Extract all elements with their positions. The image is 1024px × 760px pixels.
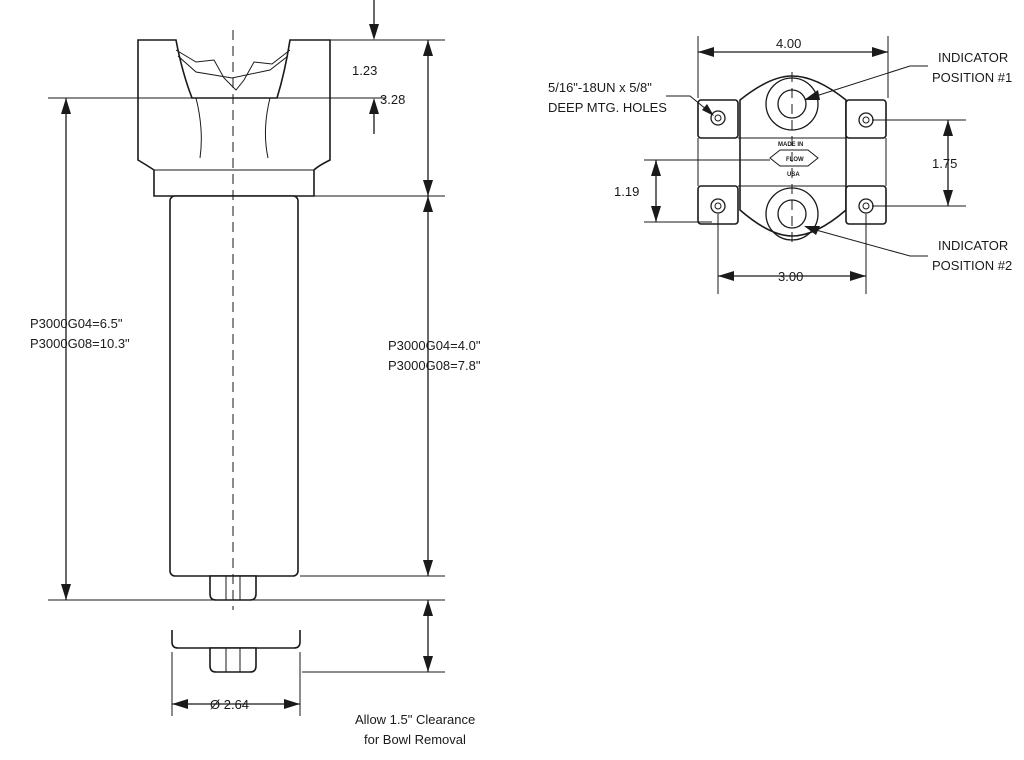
filter-head: [137, 39, 331, 197]
bowl-diameter: Ø 2.64: [210, 697, 249, 712]
dim-hole-spacing-x: 3.00: [778, 269, 803, 284]
head-body-top: [739, 75, 847, 237]
bowl-length-line2: P3000G08=7.8": [388, 358, 481, 373]
overall-length-line1: P3000G04=6.5": [30, 316, 123, 331]
dim-width: 4.00: [776, 36, 801, 51]
top-view: MADE IN FLOW USA 4.00 3.00 1.75 1.19: [548, 36, 1012, 294]
dim-head-total: 3.28: [380, 92, 405, 107]
dim-hole-spacing-y: 1.75: [932, 156, 957, 171]
mounting-boss-top-left: [697, 99, 739, 139]
overall-length-line2: P3000G08=10.3": [30, 336, 130, 351]
removed-drain-plug: [209, 647, 257, 673]
removed-bowl-outline: [171, 630, 301, 649]
made-in-usa-flow-badge: MADE IN FLOW USA: [769, 142, 819, 178]
indicator2-line1: INDICATOR: [938, 238, 1008, 253]
clearance-line1: Allow 1.5" Clearance: [355, 712, 475, 727]
clearance-line2: for Bowl Removal: [364, 732, 466, 747]
dim-port-offset: 1.19: [614, 184, 639, 199]
indicator1-line2: POSITION #1: [932, 70, 1012, 85]
bowl-length-line1: P3000G04=4.0": [388, 338, 481, 353]
filter-bowl: [169, 195, 299, 577]
svg-text:USA: USA: [787, 172, 800, 178]
mounting-note-line2: DEEP MTG. HOLES: [548, 100, 667, 115]
indicator2-line2: POSITION #2: [932, 258, 1012, 273]
dim-head-top: 1.23: [352, 63, 377, 78]
mounting-hole-bottom-left: [710, 198, 726, 214]
svg-text:MADE IN: MADE IN: [778, 142, 803, 148]
mounting-note-line1: 5/16"-18UN x 5/8": [548, 80, 652, 95]
side-view: 1.23 3.28 P3000G04=6.5" P3000G08=10.3" P…: [30, 0, 481, 747]
mounting-hole-top-left: [710, 110, 726, 126]
svg-text:FLOW: FLOW: [786, 157, 804, 163]
head-inner-contour: [175, 49, 291, 91]
indicator1-line1: INDICATOR: [938, 50, 1008, 65]
mounting-boss-top-right: [845, 99, 887, 139]
